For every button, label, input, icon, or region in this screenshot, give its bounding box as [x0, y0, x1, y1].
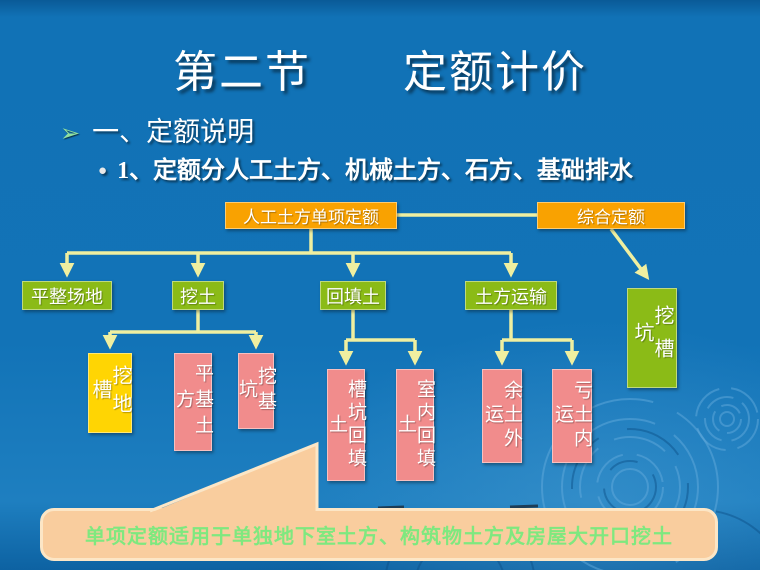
- bullet-line-1: ➢ 一、定额说明: [60, 110, 254, 149]
- dot-bullet-icon: ●: [98, 163, 108, 179]
- node-backfill: 回填土: [320, 281, 386, 310]
- node-flat-base-earthwork: 平基土方: [173, 353, 213, 451]
- node-surplus-soil-out: 余土外运: [482, 369, 522, 463]
- note-text: 单项定额适用于单独地下室土方、构筑物土方及房屋大开口挖土: [85, 526, 673, 548]
- note-banner: 单项定额适用于单独地下室土方、构筑物土方及房屋大开口挖土: [40, 508, 718, 561]
- slide-title: 第二节 定额计价: [173, 48, 587, 97]
- node-earth-transport: 土方运输: [465, 281, 557, 310]
- node-dig-trench-pit: 挖槽坑: [627, 288, 677, 388]
- node-dig-soil: 挖土: [172, 281, 224, 310]
- bullet-2-text: 1、定额分人工土方、机械土方、石方、基础排水: [117, 158, 634, 184]
- node-deficit-soil-in: 亏土内运: [552, 369, 592, 463]
- node-dig-ground-trench: 挖地槽: [88, 353, 132, 433]
- node-dig-foundation-pit: 挖基坑: [236, 353, 276, 429]
- bullet-line-2: ● 1、定额分人工土方、机械土方、石方、基础排水: [98, 150, 633, 185]
- node-manual-quota: 人工土方单项定额: [225, 202, 397, 229]
- arrow-bullet-icon: ➢: [60, 119, 81, 147]
- node-level-site: 平整场地: [22, 281, 112, 310]
- node-composite-quota: 综合定额: [537, 202, 685, 229]
- bullet-1-text: 一、定额说明: [92, 117, 255, 147]
- node-indoor-backfill: 室内回填土: [395, 369, 435, 481]
- node-trench-pit-backfill: 槽坑回填土: [326, 369, 366, 481]
